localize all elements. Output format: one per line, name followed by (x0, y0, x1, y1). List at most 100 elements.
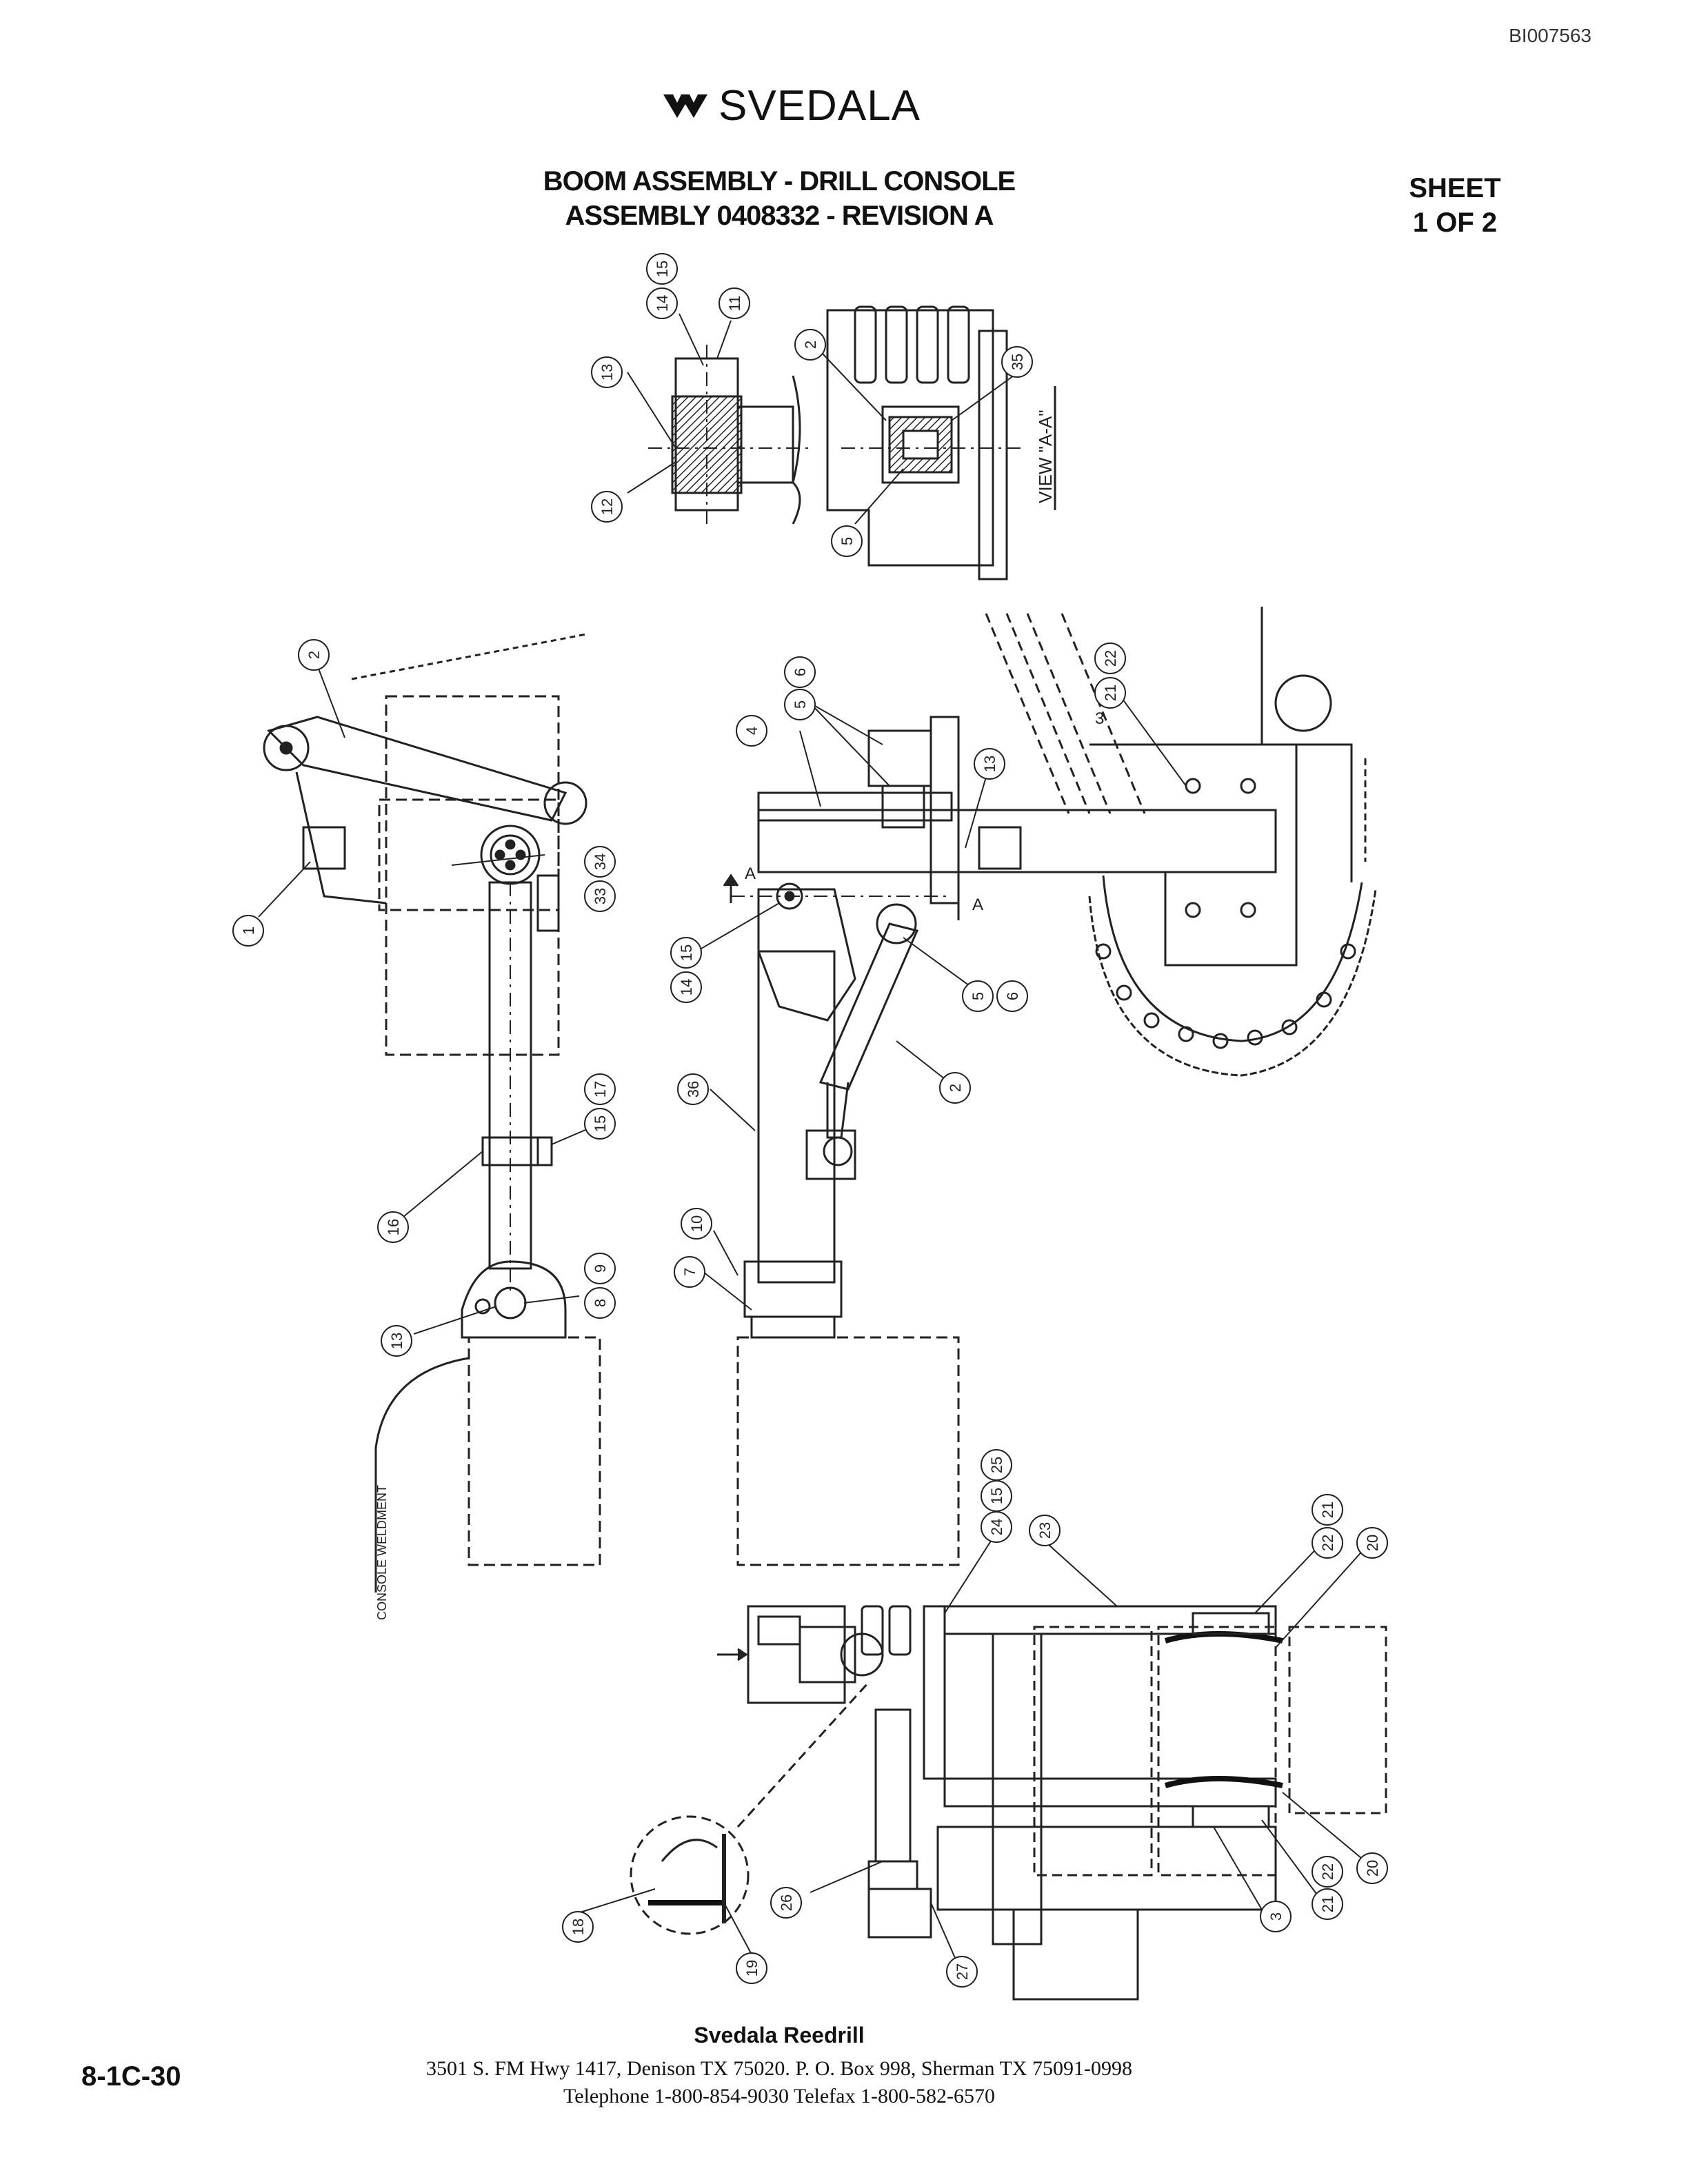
balloon-b-21: 21 (1312, 1494, 1343, 1526)
title-line-1: BOOM ASSEMBLY - DRILL CONSOLE (543, 166, 1016, 196)
balloon-b-21b: 21 (1312, 1888, 1343, 1920)
svg-text:22: 22 (1319, 1535, 1336, 1551)
svg-text:6: 6 (792, 668, 809, 676)
svg-text:18: 18 (570, 1919, 587, 1935)
drawing-title: BOOM ASSEMBLY - DRILL CONSOLE ASSEMBLY 0… (538, 164, 1021, 233)
center-boom-view: A A (723, 607, 1377, 1566)
balloon-b-26: 26 (770, 1887, 802, 1919)
svg-text:5: 5 (969, 992, 987, 1000)
balloon-b-27: 27 (946, 1956, 978, 1988)
svg-text:20: 20 (1364, 1860, 1381, 1877)
balloon-c-15: 15 (670, 937, 702, 969)
svg-text:27: 27 (954, 1963, 971, 1980)
svg-text:21: 21 (1319, 1502, 1336, 1518)
balloon-c-5b: 5 (962, 980, 994, 1012)
svg-text:26: 26 (778, 1894, 795, 1911)
balloon-l-1: 1 (232, 915, 264, 947)
balloon-v-15: 15 (646, 253, 678, 285)
balloon-v-35: 35 (1001, 346, 1033, 378)
svg-text:36: 36 (685, 1081, 702, 1098)
svg-text:35: 35 (1009, 354, 1026, 370)
svg-text:4: 4 (743, 727, 761, 735)
svg-text:8: 8 (592, 1299, 609, 1307)
svg-text:12: 12 (599, 498, 616, 515)
balloon-l-33: 33 (584, 880, 616, 912)
svg-text:5: 5 (838, 537, 856, 545)
svg-text:21: 21 (1102, 685, 1119, 701)
balloon-b-19: 19 (736, 1952, 767, 1984)
svg-text:14: 14 (678, 979, 695, 995)
view-a-a-section: VIEW "A-A" (648, 305, 1056, 580)
console-weldment-label: CONSOLE WELDMENT (375, 1485, 389, 1620)
svg-text:11: 11 (726, 296, 743, 312)
balloon-l-15: 15 (584, 1108, 616, 1140)
page-number: 8-1C-30 (81, 2061, 181, 2092)
balloon-v-2: 2 (794, 329, 826, 361)
sheet-label: SHEET (1409, 173, 1501, 203)
balloon-v-14: 14 (646, 287, 678, 319)
balloon-c-10: 10 (681, 1208, 712, 1240)
svg-text:19: 19 (743, 1960, 761, 1976)
svg-text:13: 13 (388, 1333, 405, 1349)
balloon-b-18: 18 (562, 1911, 594, 1943)
balloon-v-12: 12 (591, 491, 623, 523)
svg-text:21: 21 (1319, 1896, 1336, 1912)
view-a-a-label: VIEW "A-A" (1035, 410, 1056, 503)
balloon-c-6b: 6 (996, 980, 1028, 1012)
svg-text:9: 9 (592, 1264, 609, 1273)
sheet-indicator: SHEET 1 OF 2 (1393, 171, 1517, 240)
svg-text:33: 33 (592, 888, 609, 904)
svg-text:15: 15 (654, 261, 671, 277)
svg-text:2: 2 (802, 341, 819, 349)
balloon-c-4: 4 (736, 715, 767, 747)
leader-lines (258, 313, 1366, 1959)
balloon-l-16: 16 (377, 1211, 409, 1243)
svg-text:34: 34 (592, 853, 609, 870)
svg-text:13: 13 (599, 364, 616, 381)
svg-text:13: 13 (981, 756, 998, 772)
left-boom-elevation: CONSOLE WELDMENT (263, 633, 601, 1620)
balloon-c-21: 21 (1094, 677, 1126, 709)
svg-text:15: 15 (592, 1115, 609, 1132)
balloon-c-22: 22 (1094, 643, 1126, 674)
balloon-v-5: 5 (831, 525, 863, 557)
title-line-2: ASSEMBLY 0408332 - REVISION A (565, 201, 994, 231)
brand-name: SVEDALA (719, 82, 921, 130)
svg-text:16: 16 (385, 1219, 402, 1235)
balloon-b-22b: 22 (1312, 1856, 1343, 1888)
section-marker-left: A (745, 865, 756, 883)
balloon-c-14: 14 (670, 971, 702, 1003)
balloon-c-6: 6 (784, 656, 816, 688)
balloon-b-20b: 20 (1356, 1852, 1388, 1884)
svg-text:24: 24 (988, 1519, 1005, 1535)
balloon-b-25: 25 (981, 1449, 1012, 1481)
brand-logo: SVEDALA (662, 81, 921, 130)
balloon-c-13: 13 (974, 748, 1005, 780)
balloon-l-2: 2 (298, 639, 330, 671)
bottom-plan-view (630, 1605, 1387, 2001)
dimension-marker: 3 (1095, 709, 1104, 728)
balloon-l-8: 8 (584, 1287, 616, 1319)
svg-text:10: 10 (688, 1215, 705, 1232)
document-id: BI007563 (1509, 25, 1591, 46)
svg-text:5: 5 (792, 700, 809, 709)
svg-text:22: 22 (1102, 650, 1119, 667)
balloon-c-5: 5 (784, 689, 816, 720)
svg-text:22: 22 (1319, 1863, 1336, 1880)
balloon-l-9: 9 (584, 1253, 616, 1284)
svedala-chevron-icon (663, 94, 707, 118)
balloon-l-17: 17 (584, 1073, 616, 1105)
balloon-b-23: 23 (1029, 1515, 1061, 1546)
svg-text:20: 20 (1364, 1535, 1381, 1551)
balloon-b-15: 15 (981, 1480, 1012, 1512)
balloon-b-22: 22 (1312, 1527, 1343, 1559)
balloon-l-13: 13 (381, 1325, 412, 1357)
svg-text:23: 23 (1036, 1522, 1054, 1539)
balloon-b-20: 20 (1356, 1527, 1388, 1559)
svg-text:3: 3 (1267, 1912, 1285, 1921)
section-marker-right: A (972, 896, 983, 914)
sheet-value: 1 OF 2 (1412, 208, 1498, 238)
svg-text:15: 15 (988, 1488, 1005, 1504)
balloon-v-11: 11 (719, 287, 750, 319)
balloon-c-7: 7 (674, 1256, 705, 1288)
